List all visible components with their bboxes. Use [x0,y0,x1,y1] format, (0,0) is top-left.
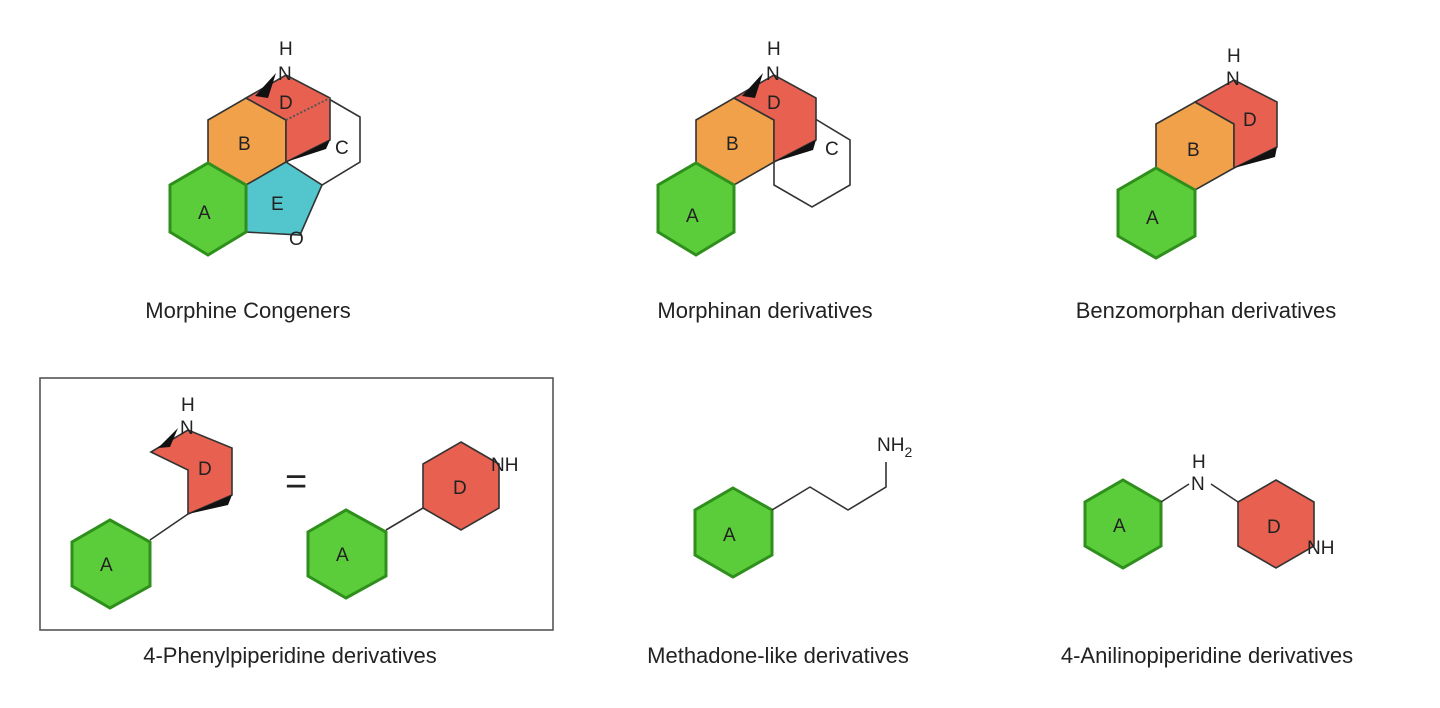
caption-methadone-like: Methadone-like derivatives [647,643,909,668]
wedge-bond [188,495,232,514]
caption-anilinopiperidine: 4-Anilinopiperidine derivatives [1060,643,1354,668]
ring-label-a: A [336,545,349,566]
atom-nh: NH [491,455,518,476]
atom-n: N [278,64,292,85]
ring-a [1116,166,1197,260]
atom-h: H [181,395,195,416]
ring-label-d: D [453,478,467,499]
ring-a [168,161,248,257]
ring-label-d: D [767,93,781,114]
wedge-bond [286,140,330,162]
ring-label-d: D [198,459,212,480]
atom-nh: NH [1307,538,1334,559]
caption-morphinan: Morphinan derivatives [657,298,873,323]
atom-o: O [289,229,304,250]
ring-label-d: D [1243,110,1257,131]
ring-label-a: A [1113,516,1126,537]
atom-n: N [1226,69,1240,90]
ring-a [70,518,152,610]
wedge-bond [742,73,763,98]
propyl-chain [771,462,887,511]
morphinan-structure: H N D B C A [656,39,851,257]
phenylpiperidine-frame [39,377,554,631]
ring-a [656,161,736,257]
ring-label-b: B [238,134,251,155]
wedge-bond [774,140,816,162]
wedge-bond [255,73,276,98]
methadone-like-structure: NH2 A [693,435,912,579]
ring-label-c: C [335,138,349,159]
caption-phenylpiperidine: 4-Phenylpiperidine derivatives [143,643,437,668]
ring-label-d: D [279,93,293,114]
atom-h: H [279,39,293,60]
ring-a [306,508,388,600]
atom-n: N [180,418,194,439]
ring-d [1237,479,1315,569]
ring-label-b: B [1187,140,1200,161]
atom-h: H [1227,46,1241,67]
ring-label-c: C [825,139,839,160]
bond [385,507,424,531]
ring-label-a: A [686,206,699,227]
caption-morphine-congeners: Morphine Congeners [145,298,351,323]
benzomorphan-structure: H N D B A [1116,46,1278,260]
bond [1160,483,1190,503]
ring-label-a: A [723,525,736,546]
bond [1210,483,1239,503]
atom-h: H [1192,452,1206,473]
atom-n: N [766,64,780,85]
atom-n: N [1191,474,1205,495]
phenylpiperidine-structure: H N D A = D NH A [70,395,518,610]
anilinopiperidine-structure: H N A D NH [1083,452,1334,570]
atom-nh2: NH2 [877,435,912,460]
ring-label-d: D [1267,517,1281,538]
wedge-bond [1234,147,1277,168]
wedge-bond [158,428,178,448]
ring-label-a: A [1146,208,1159,229]
caption-benzomorphan: Benzomorphan derivatives [1075,298,1337,323]
ring-label-e: E [271,194,284,215]
equals-sign: = [285,461,307,503]
ring-d [422,441,500,531]
atom-h: H [767,39,781,60]
bond [149,513,189,541]
ring-label-b: B [726,134,739,155]
morphine-congeners-structure: H N D B C E A O [168,39,361,257]
ring-label-a: A [198,203,211,224]
ring-label-a: A [100,555,113,576]
hash-bond [285,97,331,121]
